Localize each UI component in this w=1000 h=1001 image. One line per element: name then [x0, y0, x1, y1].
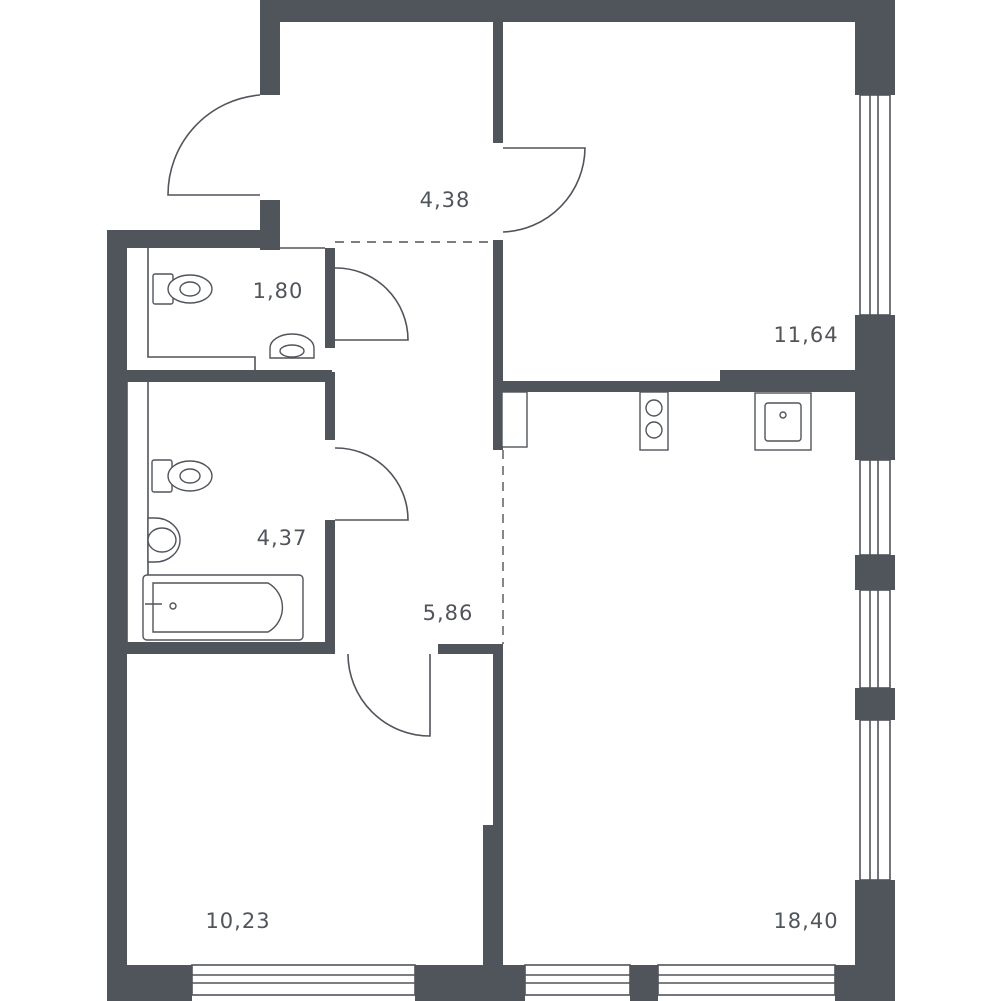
- area-label-bedroom-top: 11,64: [773, 323, 838, 347]
- area-label-hall: 4,38: [420, 188, 471, 212]
- windows: [191, 4, 891, 996]
- walls: [107, 0, 895, 1001]
- doors: [167, 94, 586, 737]
- area-label-kitchen-living: 18,40: [773, 909, 838, 933]
- sink-icon: [269, 333, 315, 359]
- area-label-bedroom-bottom: 10,23: [205, 909, 270, 933]
- bathtub-icon: [142, 574, 304, 641]
- sink-icon: [147, 517, 181, 563]
- area-label-toilet: 1,80: [253, 279, 304, 303]
- stove-icon: [639, 391, 669, 451]
- toilet-icon: [152, 273, 213, 305]
- area-label-bathroom: 4,37: [257, 526, 308, 550]
- toilet-icon: [151, 459, 213, 493]
- area-label-corridor: 5,86: [423, 601, 474, 625]
- area-labels: 4,38 1,80 4,37 5,86 11,64 10,23 18,40: [205, 188, 838, 933]
- kitchen-sink-icon: [754, 392, 812, 451]
